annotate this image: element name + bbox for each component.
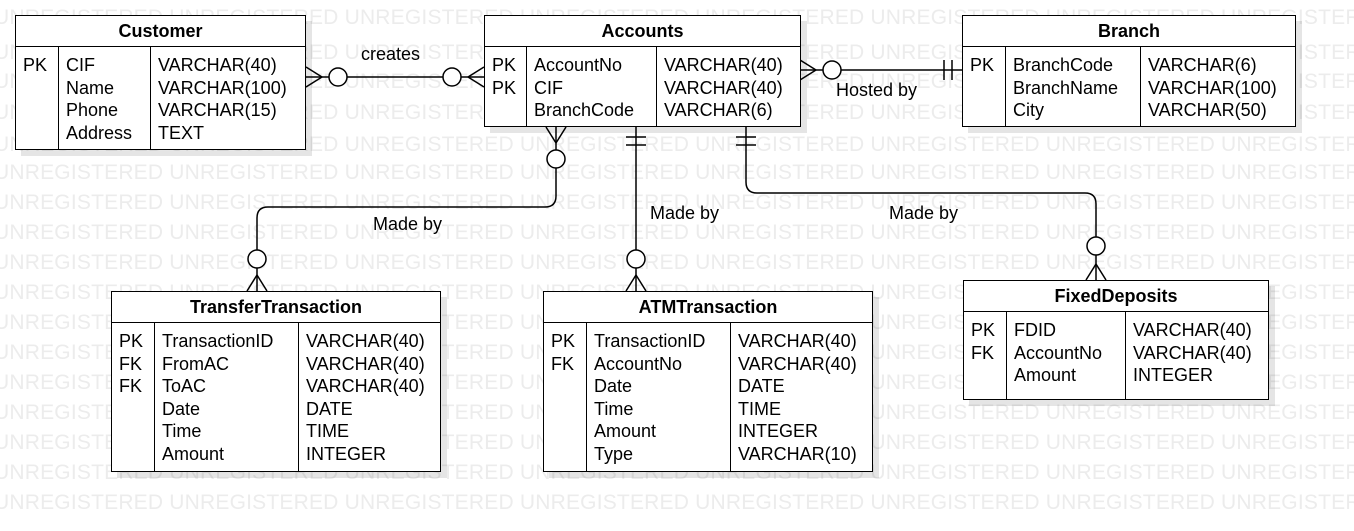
entity-title: Accounts [485, 16, 800, 47]
entity-title: Customer [16, 16, 305, 47]
attribute-type: VARCHAR(40) [1133, 342, 1252, 363]
key-marker [551, 398, 586, 421]
attribute-type: VARCHAR(40) [738, 331, 857, 351]
attribute-name: Time [594, 398, 634, 419]
key-marker [119, 398, 154, 421]
attribute-type: VARCHAR(6) [1148, 55, 1257, 75]
rel-accounts-transfer [246, 126, 567, 292]
entity-title: TransferTransaction [112, 292, 440, 323]
attribute-name: AccountNo [534, 55, 623, 75]
entity-title: ATMTransaction [544, 292, 872, 323]
rel-accounts-fixed [736, 127, 1107, 281]
key-marker: FK [971, 342, 995, 363]
entity-atm-transaction[interactable]: ATMTransaction PK FK TransactionID Accou… [543, 291, 873, 472]
key-marker: FK [119, 353, 143, 374]
rel-accounts-atm [625, 127, 647, 292]
attribute-name: ToAC [162, 376, 207, 396]
entity-customer[interactable]: Customer PK CIF Name Phone Address VARCH… [15, 15, 306, 150]
relationship-label-hosted-by: Hosted by [836, 80, 918, 100]
relationship-label-made-by: Made by [373, 214, 443, 234]
entity-title: Branch [963, 16, 1295, 47]
key-marker [23, 122, 58, 145]
attribute-name: CIF [534, 77, 563, 98]
key-marker: PK [551, 331, 576, 351]
entity-fixed-deposits[interactable]: FixedDeposits PK FK FDID AccountNo Amoun… [963, 280, 1269, 400]
attribute-type: INTEGER [1133, 365, 1214, 385]
attribute-type: VARCHAR(40) [158, 55, 277, 75]
key-marker: PK [971, 320, 996, 340]
key-marker [551, 375, 586, 398]
entity-transfer-transaction[interactable]: TransferTransaction PK FK FK Transaction… [111, 291, 441, 472]
attribute-type: VARCHAR(40) [306, 331, 425, 351]
key-marker: PK [23, 55, 48, 75]
entity-branch[interactable]: Branch PK BranchCode BranchName City VAR… [962, 15, 1296, 127]
attribute-type: VARCHAR(40) [306, 353, 425, 374]
key-marker: PK [119, 331, 144, 351]
attribute-name: Name [66, 77, 115, 98]
attribute-type: VARCHAR(6) [664, 100, 773, 120]
relationship-label-made-by: Made by [650, 203, 720, 223]
key-marker [492, 99, 526, 122]
key-marker: FK [551, 353, 575, 374]
key-marker: FK [119, 376, 143, 396]
attribute-name: TransactionID [162, 331, 274, 351]
attribute-type: VARCHAR(40) [1133, 320, 1252, 340]
key-marker: PK [970, 55, 995, 75]
relationship-label-creates: creates [361, 44, 421, 64]
key-marker [551, 443, 586, 466]
attribute-name: Address [66, 122, 133, 143]
attribute-name: BranchCode [1013, 55, 1114, 75]
attribute-type: VARCHAR(40) [738, 353, 857, 374]
attribute-type: VARCHAR(40) [664, 55, 783, 75]
attribute-type: VARCHAR(40) [306, 376, 425, 396]
attribute-type: INTEGER [738, 421, 819, 441]
attribute-type: VARCHAR(40) [664, 77, 783, 98]
attribute-type: VARCHAR(100) [1148, 77, 1277, 98]
entity-title: FixedDeposits [964, 281, 1268, 312]
attribute-type: VARCHAR(50) [1148, 100, 1267, 120]
attribute-name: Amount [594, 421, 657, 441]
attribute-name: CIF [66, 55, 95, 75]
attribute-type: DATE [738, 376, 785, 396]
attribute-name: BranchName [1013, 77, 1119, 98]
attribute-type: INTEGER [306, 443, 387, 464]
attribute-name: Phone [66, 100, 119, 120]
attribute-type: VARCHAR(10) [738, 443, 857, 464]
attribute-name: AccountNo [1014, 342, 1103, 363]
attribute-type: DATE [306, 398, 353, 419]
key-marker [23, 77, 58, 100]
key-marker [23, 99, 58, 122]
attribute-name: Date [162, 398, 201, 419]
attribute-name: Amount [162, 443, 225, 464]
key-marker [119, 443, 154, 466]
attribute-name: BranchCode [534, 100, 635, 120]
key-marker: PK [492, 77, 517, 98]
key-marker [970, 99, 1005, 122]
rel-customer-accounts [305, 66, 485, 88]
attribute-name: City [1013, 100, 1044, 120]
attribute-name: FDID [1014, 320, 1056, 340]
key-marker [551, 420, 586, 443]
attribute-type: VARCHAR(15) [158, 100, 277, 120]
attribute-name: Time [162, 421, 202, 441]
key-marker [971, 364, 1006, 387]
rel-accounts-branch [799, 59, 962, 81]
attribute-type: TIME [738, 398, 781, 419]
key-marker [119, 420, 154, 443]
attribute-name: Date [594, 376, 633, 396]
attribute-type: TIME [306, 421, 349, 441]
relationship-label-made-by: Made by [889, 203, 959, 223]
attribute-name: AccountNo [594, 353, 683, 374]
attribute-name: FromAC [162, 353, 229, 374]
attribute-name: Amount [1014, 365, 1077, 385]
key-marker [970, 77, 1005, 100]
attribute-name: Type [594, 443, 634, 464]
key-marker: PK [492, 55, 517, 75]
attribute-name: TransactionID [594, 331, 706, 351]
entity-accounts[interactable]: Accounts PK PK AccountNo CIF BranchCode … [484, 15, 801, 127]
attribute-type: VARCHAR(100) [158, 77, 287, 98]
attribute-type: TEXT [158, 122, 205, 143]
